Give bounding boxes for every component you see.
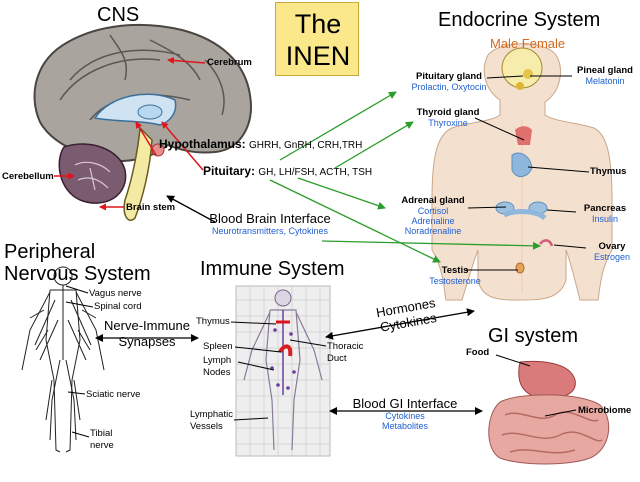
adrenal-product-1: Cortisol xyxy=(417,206,449,216)
hypothalamus-row: Hypothalamus: GHRH, GnRH, CRH,TRH xyxy=(159,137,362,151)
endocrine-heading: Endocrine System xyxy=(438,9,601,31)
immune-heading: Immune System xyxy=(200,258,345,280)
ovary-block: Ovary Estrogen xyxy=(585,241,639,262)
pineal-gland-label: Pineal gland xyxy=(577,65,633,76)
ovary-products: Estrogen xyxy=(593,252,631,262)
testis-block: Testis Testosterone xyxy=(420,265,490,286)
endocrine-thymus-label: Thymus xyxy=(590,166,627,177)
pituitary-hormones: GH, LH/FSH, ACTH, TSH xyxy=(258,167,373,178)
thyroid-gland-block: Thyroid gland Thyroxine xyxy=(410,107,486,128)
nerve-immune-line-2: Synapses xyxy=(118,334,176,349)
endocrine-subheading: Male Female xyxy=(490,36,566,51)
title-line-1: The xyxy=(294,9,342,39)
gi-product-2: Metabolites xyxy=(381,421,429,431)
black-leader-lines xyxy=(65,75,590,438)
nervous-system-figure-icon xyxy=(21,266,105,453)
testis-products: Testosterone xyxy=(429,276,481,286)
pituitary-gland-label: Pituitary gland xyxy=(416,71,482,82)
lymph-line-2: Nodes xyxy=(203,367,231,378)
thoracic-line-2: Duct xyxy=(327,353,347,364)
pancreas-block: Pancreas Insulin xyxy=(575,203,635,224)
bbi-heading: Blood Brain Interface xyxy=(209,211,331,226)
adrenal-gland-label: Adrenal gland xyxy=(401,195,465,206)
brain-icon xyxy=(33,23,252,221)
lymph-nodes-label: Lymph Nodes xyxy=(203,355,231,379)
hypothalamus-label: Hypothalamus: xyxy=(159,137,246,151)
green-hormone-arrows xyxy=(269,91,541,263)
lymphatic-vessels-label: Lymphatic Vessels xyxy=(190,409,233,433)
cerebrum-label: Cerebrum xyxy=(207,57,252,68)
food-label: Food xyxy=(466,347,490,358)
gi-product-1: Cytokines xyxy=(385,411,425,421)
pns-heading-line-2: Nervous System xyxy=(4,263,151,285)
pancreas-products: Insulin xyxy=(591,214,618,224)
ovary-label: Ovary xyxy=(598,241,626,252)
pituitary-row: Pituitary: GH, LH/FSH, ACTH, TSH xyxy=(203,164,372,178)
tibial-line-1: Tibial xyxy=(90,428,113,439)
thyroid-gland-products: Thyroxine xyxy=(428,118,468,128)
pineal-gland-products: Melatonin xyxy=(585,76,625,86)
thoracic-duct-label: Thoracic Duct xyxy=(327,341,363,365)
nerve-immune-synapses: Nerve-Immune Synapses xyxy=(96,318,198,350)
cerebellum-label: Cerebellum xyxy=(2,171,54,182)
title-line-2: INEN xyxy=(285,41,351,71)
female-body-icon xyxy=(431,43,613,301)
gi-heading: GI system xyxy=(488,325,579,347)
adrenal-gland-block: Adrenal gland Cortisol Adrenaline Noradr… xyxy=(396,195,470,236)
immune-thymus-label: Thymus xyxy=(196,316,230,327)
pns-heading-line-1: Peripheral xyxy=(4,241,96,263)
nerve-immune-line-1: Nerve-Immune xyxy=(104,318,190,333)
lymph-line-1: Lymph xyxy=(203,355,232,366)
pituitary-label: Pituitary: xyxy=(203,164,256,178)
brain-stem-label: Brain stem xyxy=(126,202,176,213)
cns-heading: CNS xyxy=(97,4,140,26)
pns-heading: Peripheral Nervous System xyxy=(4,241,151,285)
black-relation-arrows xyxy=(95,195,483,415)
pancreas-label: Pancreas xyxy=(583,203,627,214)
title-box: The INEN xyxy=(275,2,359,76)
spinal-cord-label: Spinal cord xyxy=(94,301,142,312)
blood-brain-interface-block: Blood Brain Interface Neurotransmitters,… xyxy=(195,211,345,236)
tibial-nerve-label: Tibial nerve xyxy=(90,428,114,452)
pituitary-gland-products: Prolactin, Oxytocin xyxy=(411,82,487,92)
pituitary-gland-block: Pituitary gland Prolactin, Oxytocin xyxy=(406,71,492,92)
microbiome-label: Microbiome xyxy=(578,405,632,416)
thyroid-gland-label: Thyroid gland xyxy=(416,107,480,118)
lymphatic-figure-icon xyxy=(235,285,331,457)
testis-label: Testis xyxy=(441,265,469,276)
pineal-gland-block: Pineal gland Melatonin xyxy=(572,65,638,86)
blood-gi-interface-block: Blood GI Interface Cytokines Metabolites xyxy=(335,396,475,431)
adrenal-product-2: Adrenaline xyxy=(411,216,455,226)
stomach-intestine-icon xyxy=(488,360,610,465)
bbi-sub: Neurotransmitters, Cytokines xyxy=(211,226,329,236)
gi-interface-heading: Blood GI Interface xyxy=(352,396,458,411)
thoracic-line-1: Thoracic xyxy=(327,341,364,352)
vagus-nerve-label: Vagus nerve xyxy=(89,288,142,299)
hypothalamus-hormones: GHRH, GnRH, CRH,TRH xyxy=(249,140,363,151)
lymphatic-line-1: Lymphatic xyxy=(190,409,233,420)
lymphatic-line-2: Vessels xyxy=(190,421,223,432)
sciatic-nerve-label: Sciatic nerve xyxy=(86,389,141,400)
red-leader-arrows xyxy=(54,56,206,211)
spleen-label: Spleen xyxy=(203,341,233,352)
adrenal-product-3: Noradrenaline xyxy=(404,226,462,236)
tibial-line-2: nerve xyxy=(90,440,114,451)
